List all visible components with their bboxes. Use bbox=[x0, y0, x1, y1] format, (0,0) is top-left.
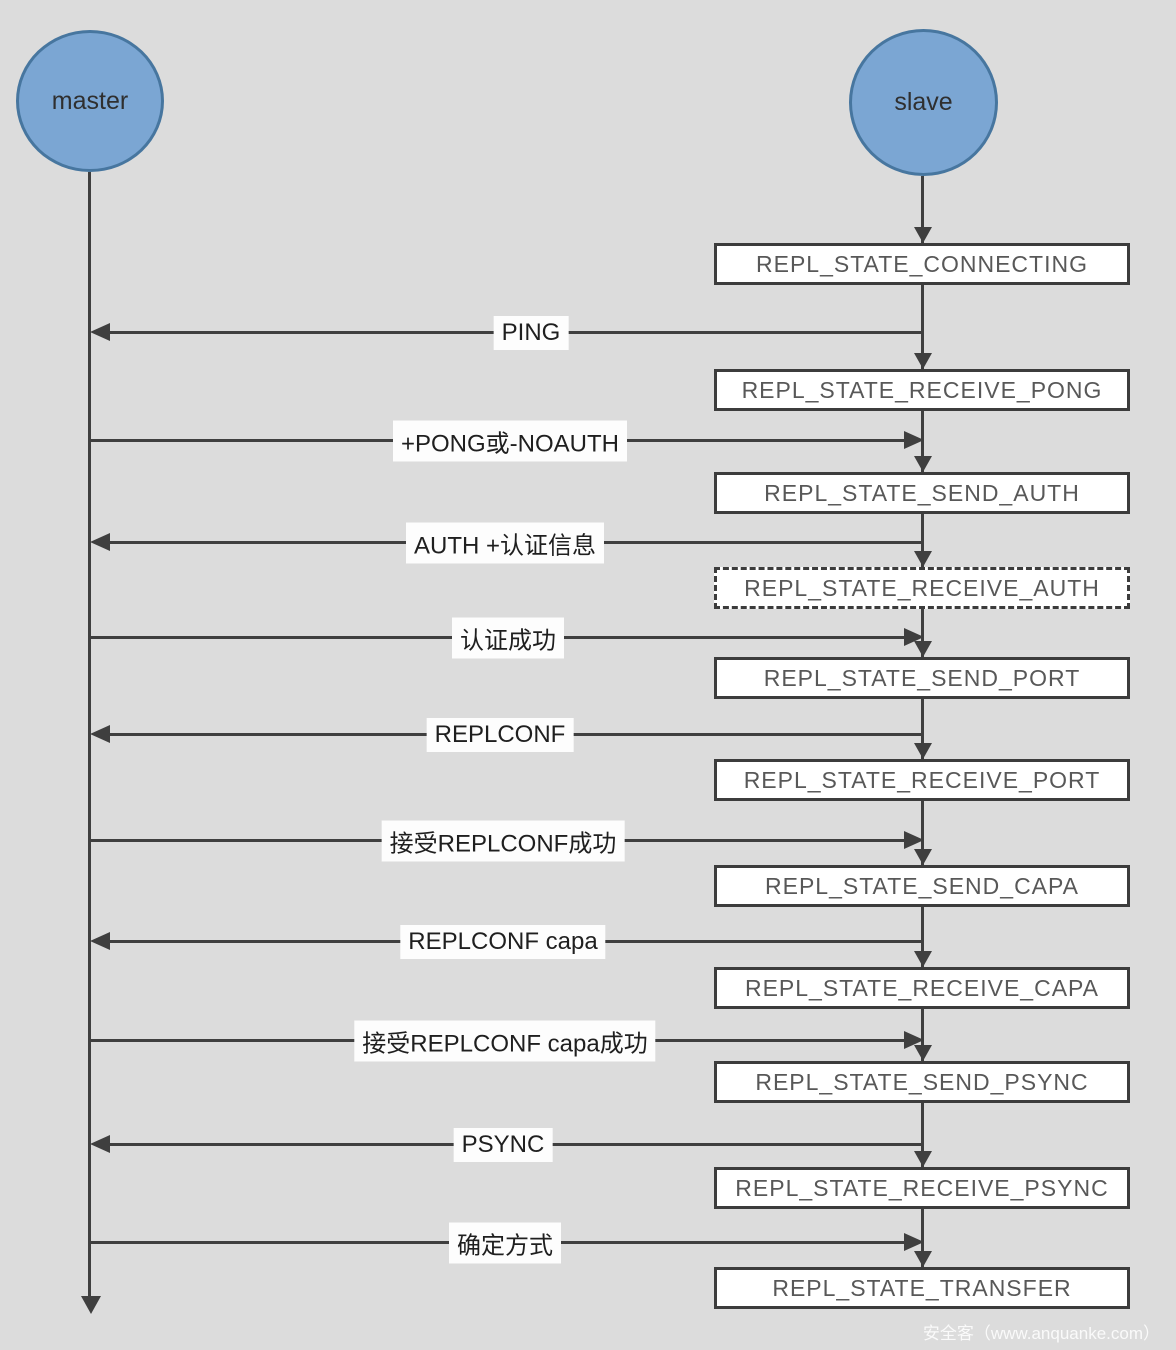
message-label: AUTH +认证信息 bbox=[405, 522, 605, 564]
actor-master: master bbox=[16, 30, 164, 172]
message-label: 接受REPLCONF capa成功 bbox=[354, 1020, 656, 1062]
arrow-down-icon bbox=[914, 1045, 932, 1061]
message-label: 确定方式 bbox=[449, 1222, 561, 1264]
lifeline-slave bbox=[921, 176, 924, 1267]
state-box-transfer: REPL_STATE_TRANSFER bbox=[714, 1267, 1130, 1309]
actor-slave: slave bbox=[849, 29, 998, 176]
arrow-left-icon bbox=[90, 533, 110, 551]
arrow-down-icon bbox=[914, 849, 932, 865]
arrow-down-icon bbox=[914, 1151, 932, 1167]
state-label: REPL_STATE_CONNECTING bbox=[756, 250, 1088, 277]
arrow-down-icon bbox=[914, 551, 932, 567]
state-label: REPL_STATE_SEND_CAPA bbox=[765, 872, 1079, 899]
state-box-receive-psync: REPL_STATE_RECEIVE_PSYNC bbox=[714, 1167, 1130, 1209]
actor-slave-label: slave bbox=[894, 88, 953, 116]
state-box-receive-port: REPL_STATE_RECEIVE_PORT bbox=[714, 759, 1130, 801]
state-box-send-psync: REPL_STATE_SEND_PSYNC bbox=[714, 1061, 1130, 1103]
state-label: REPL_STATE_SEND_PORT bbox=[763, 664, 1081, 691]
arrow-down-icon bbox=[914, 227, 932, 243]
message-label: PING bbox=[493, 316, 569, 350]
arrow-left-icon bbox=[90, 1135, 110, 1153]
arrow-down-icon bbox=[914, 353, 932, 369]
state-box-receive-pong: REPL_STATE_RECEIVE_PONG bbox=[714, 369, 1130, 411]
state-box-connecting: REPL_STATE_CONNECTING bbox=[714, 243, 1130, 285]
arrow-left-icon bbox=[90, 725, 110, 743]
state-label: REPL_STATE_RECEIVE_AUTH bbox=[744, 574, 1100, 601]
state-box-send-capa: REPL_STATE_SEND_CAPA bbox=[714, 865, 1130, 907]
arrow-right-icon bbox=[904, 1031, 924, 1049]
state-label: REPL_STATE_SEND_AUTH bbox=[764, 479, 1080, 506]
message-label: REPLCONF capa bbox=[400, 925, 606, 959]
arrow-down-icon bbox=[914, 456, 932, 472]
state-label: REPL_STATE_SEND_PSYNC bbox=[755, 1068, 1089, 1095]
state-label: REPL_STATE_RECEIVE_PORT bbox=[743, 766, 1101, 793]
arrow-right-icon bbox=[904, 628, 924, 646]
state-box-receive-capa: REPL_STATE_RECEIVE_CAPA bbox=[714, 967, 1130, 1009]
state-box-send-auth: REPL_STATE_SEND_AUTH bbox=[714, 472, 1130, 514]
state-label: REPL_STATE_RECEIVE_CAPA bbox=[744, 974, 1100, 1001]
state-box-send-port: REPL_STATE_SEND_PORT bbox=[714, 657, 1130, 699]
arrow-down-icon bbox=[914, 1251, 932, 1267]
message-label: PSYNC bbox=[453, 1128, 553, 1162]
state-box-receive-auth: REPL_STATE_RECEIVE_AUTH bbox=[714, 567, 1130, 609]
message-label: 认证成功 bbox=[452, 617, 564, 659]
arrow-down-icon bbox=[914, 743, 932, 759]
arrow-left-icon bbox=[90, 323, 110, 341]
arrow-left-icon bbox=[90, 932, 110, 950]
message-label: REPLCONF bbox=[426, 718, 574, 752]
lifeline-master bbox=[88, 172, 91, 1296]
actor-master-label: master bbox=[51, 86, 129, 115]
message-label: 接受REPLCONF成功 bbox=[381, 820, 625, 862]
message-label: +PONG或-NOAUTH bbox=[392, 420, 628, 462]
arrow-right-icon bbox=[904, 431, 924, 449]
state-label: REPL_STATE_RECEIVE_PSYNC bbox=[735, 1174, 1109, 1201]
arrow-right-icon bbox=[904, 831, 924, 849]
state-label: REPL_STATE_RECEIVE_PONG bbox=[741, 376, 1103, 403]
state-label: REPL_STATE_TRANSFER bbox=[772, 1274, 1072, 1301]
arrow-down-icon bbox=[81, 1296, 101, 1314]
watermark: 安全客（www.anquanke.com） bbox=[922, 1324, 1160, 1343]
arrow-right-icon bbox=[904, 1233, 924, 1251]
arrow-down-icon bbox=[914, 951, 932, 967]
